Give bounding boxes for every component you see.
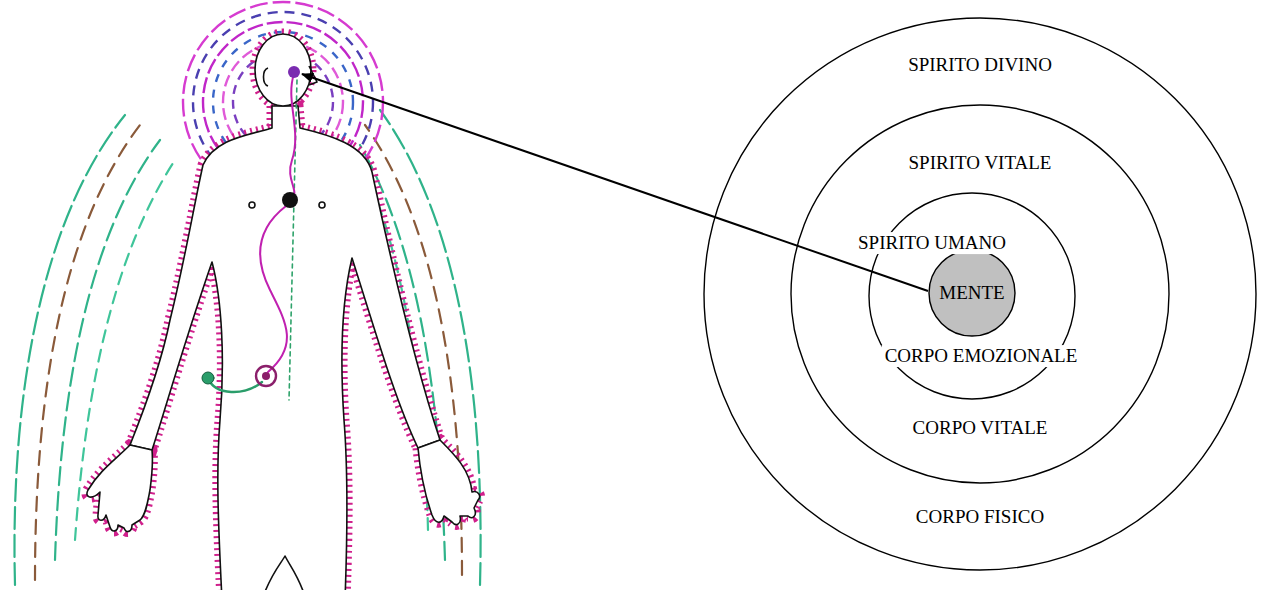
dotted-outline: [87, 34, 480, 590]
ring-label: CORPO VITALE: [910, 417, 1051, 439]
ring-label: MENTE: [936, 282, 1007, 304]
ring-circle: SPIRITO DIVINO CORPO FISICO SPIRITO VITALE…: [703, 17, 1257, 571]
ring-line: [869, 193, 1075, 399]
ring-label: SPIRITO DIVINO: [905, 54, 1055, 76]
ring-label: SPIRITO VITALE: [906, 152, 1055, 174]
ring-circle: MENTE: [928, 249, 1016, 337]
ring-line: [929, 250, 1015, 336]
ring-circle: SPIRITO UMANOCORPO EMOZIONALEMENTE: [868, 192, 1076, 400]
ring-label: CORPO FISICO: [913, 506, 1047, 528]
ring-circle: SPIRITO VITALECORPO VITALESPIRITO UMANOC…: [790, 104, 1170, 484]
ring-line: [704, 18, 1256, 570]
ring-line: [791, 105, 1169, 483]
energy-lines: [202, 66, 300, 400]
ring-label: SPIRITO UMANO: [855, 232, 1009, 254]
ring-label: CORPO EMOZIONALE: [882, 345, 1081, 367]
body-outline: [87, 34, 480, 590]
pointer-arrow: [302, 74, 928, 291]
